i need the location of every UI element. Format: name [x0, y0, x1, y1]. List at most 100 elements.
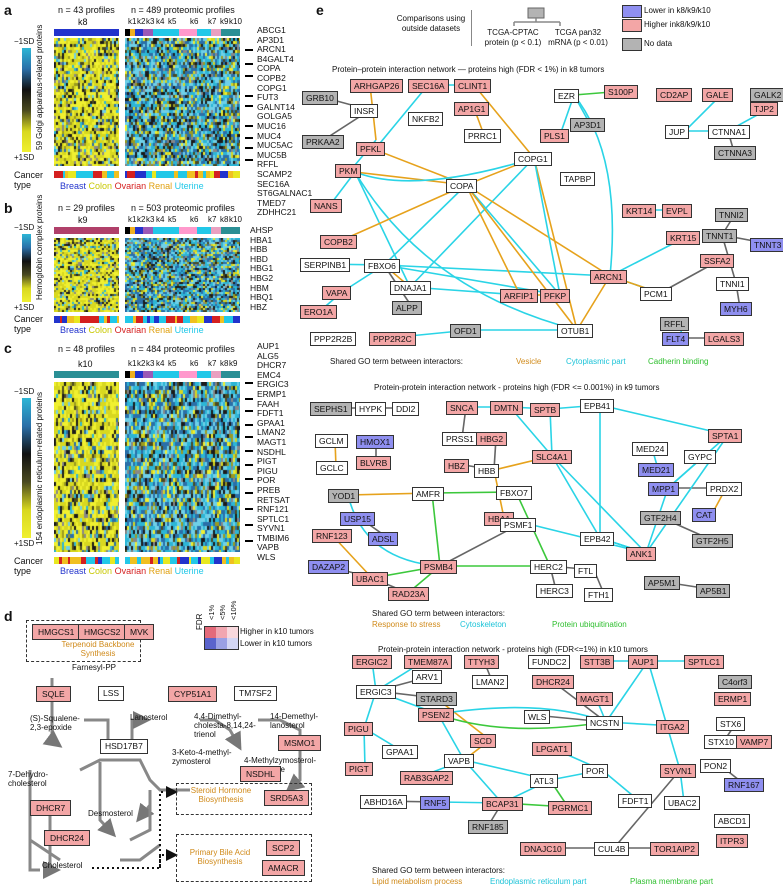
network-edge [465, 184, 521, 296]
cluster-k4-c: k4 [156, 359, 165, 368]
network-node-dazap2: DAZAP2 [308, 560, 350, 574]
legend-higher-swatch [622, 19, 642, 32]
network-node-galk2: GALK2 [750, 88, 783, 102]
network-node-ofd1: OFD1 [450, 324, 481, 338]
cluster-k10-a: k10 [229, 17, 242, 26]
network-node-pigu: PIGU [344, 722, 373, 736]
cancer-segment [201, 557, 210, 564]
gene-label: B4GALT4 [257, 53, 294, 64]
cancer-segment [180, 557, 189, 564]
gene-label: MUC16 [257, 120, 286, 131]
gene-ticks-c [245, 380, 255, 552]
cancer-segment [234, 557, 236, 564]
gene-amacr: AMACR [262, 860, 305, 876]
gene-label: POR [257, 475, 276, 486]
cancer-segment [74, 316, 77, 323]
gene-label: TMBIM6 [257, 532, 290, 543]
network-node-ero1a: ERO1A [300, 305, 337, 319]
cluster-k7-c: k7 [208, 359, 217, 368]
panel-label-e: e [316, 2, 324, 18]
fdr-legend-grid [204, 626, 239, 650]
cluster-k2-b: k2 [137, 215, 146, 224]
network-node-ezr: EZR [554, 89, 579, 103]
gene-label: WLS [257, 552, 276, 563]
gene-label: SEC16A [257, 178, 290, 189]
cluster-segment [125, 227, 130, 234]
network-edge [465, 184, 578, 331]
network-node-epb42: EPB42 [580, 532, 615, 546]
network-node-rad23a: RAD23A [388, 587, 430, 601]
cancer-segment [83, 316, 91, 323]
cluster-segment [153, 227, 179, 234]
net2-go-label: Shared GO term between interactors: [372, 609, 505, 618]
cluster-segment [135, 227, 143, 234]
cluster-k9-c: k9 [229, 359, 238, 368]
gene-scp2: SCP2 [266, 840, 301, 856]
cancer-type-label-a: Cancer type [14, 170, 44, 190]
network-node-ppp2r2c: PPP2R2C [369, 332, 416, 346]
gene-hmgcs1: HMGCS1 [32, 624, 81, 640]
net1-title: Protein–protein interaction network — pr… [332, 65, 605, 74]
network-edge [339, 184, 467, 242]
network-edge [576, 275, 611, 331]
panel-label-c: c [4, 340, 12, 356]
fdr-lower-label: Lower in k10 tumors [240, 639, 313, 648]
cluster-segment [221, 29, 240, 36]
network-node-fdft1: FDFT1 [618, 794, 653, 808]
cluster-segment [179, 29, 197, 36]
network-edge [354, 171, 578, 331]
cancer-segment [76, 171, 80, 178]
lanosterol-label: Lanosterol [130, 713, 168, 722]
network-node-por: POR [582, 764, 609, 778]
network-node-tapbp: TAPBP [560, 172, 596, 186]
cluster-k5-b: k5 [168, 215, 177, 224]
network-edge [375, 84, 429, 149]
gene-label: NSDHL [257, 446, 286, 457]
net2-go-stress: Response to stress [372, 620, 441, 629]
cancer-segment [160, 557, 163, 564]
network-node-itga2: ITGA2 [656, 720, 689, 734]
cluster-segment [135, 29, 143, 36]
network-edge [599, 404, 729, 436]
network-node-rab3gap2: RAB3GAP2 [400, 771, 453, 785]
cluster-k2-c: k2 [137, 359, 146, 368]
cancer-segment [65, 171, 68, 178]
cancer-segment [210, 557, 214, 564]
gene-dhcr24: DHCR24 [44, 830, 91, 846]
cancer-segment [210, 171, 214, 178]
cluster-segment [130, 371, 135, 378]
network-node-mpp1: MPP1 [648, 482, 680, 496]
cluster-k6-c: k6 [190, 359, 199, 368]
bile-box [176, 834, 312, 882]
network-node-med24: MED24 [632, 442, 669, 456]
legend-renal: Renal [148, 181, 173, 191]
network-node-lgals3: LGALS3 [704, 332, 745, 346]
network-node-arfip1: ARFIP1 [500, 289, 538, 303]
network-edge [551, 455, 647, 554]
network-node-gale: GALE [702, 88, 733, 102]
cancer-legend-b: Breast Colon Ovarian Renal Uterine [60, 326, 204, 335]
cancer-segment [222, 557, 226, 564]
cluster-segment [153, 371, 179, 378]
cluster-k3-a: k3 [146, 17, 155, 26]
gene-label: TMED7 [257, 197, 286, 208]
cluster-bar-right-c [125, 371, 240, 378]
cancer-segment [143, 316, 147, 323]
network-node-prdx2: PRDX2 [706, 482, 743, 496]
network-node-ap5b1: AP5B1 [696, 584, 731, 598]
network-node-pigt: PIGT [345, 762, 373, 776]
cancer-type-label-c: Cancer type [14, 556, 44, 576]
network-edge [473, 84, 535, 159]
gene-label: MAGT1 [257, 436, 287, 447]
n-left-a: n = 43 profiles [58, 5, 115, 15]
cancer-segment [214, 557, 222, 564]
cancer-bar-right-b [125, 316, 240, 323]
gene-label: PIGU [257, 465, 278, 476]
cancer-segment [137, 557, 141, 564]
gene-label: LMAN2 [257, 427, 286, 438]
network-node-clint1: CLINT1 [454, 79, 492, 93]
cancer-segment [141, 316, 143, 323]
network-node-tjp2: TJP2 [750, 102, 778, 116]
cancer-segment [183, 316, 190, 323]
